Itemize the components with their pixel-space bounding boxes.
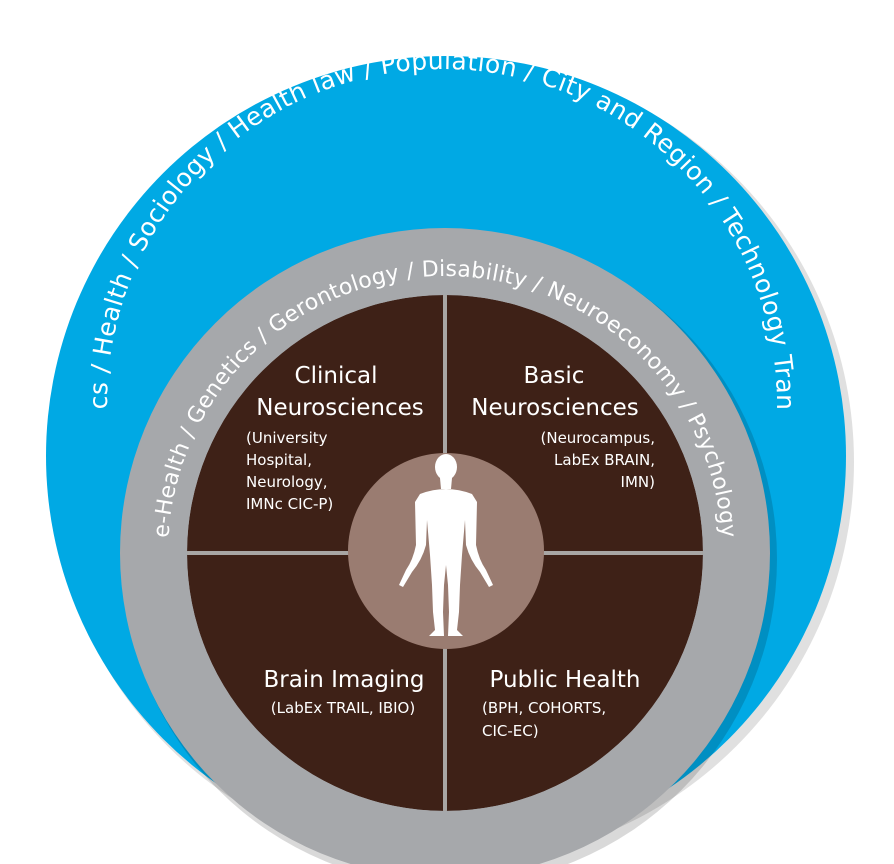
quadrant-brain-imaging: Brain Imaging (LabEx TRAIL, IBIO) bbox=[263, 667, 424, 717]
quadrant-title-line: Clinical bbox=[295, 363, 378, 389]
quadrant-basic-neurosciences: Basic Neurosciences (Neurocampus, LabEx … bbox=[471, 363, 655, 491]
quadrant-title-line: Neurosciences bbox=[471, 395, 638, 421]
quadrant-public-health: Public Health (BPH, COHORTS, CIC-EC) bbox=[482, 667, 640, 740]
quadrant-detail-line: (BPH, COHORTS, bbox=[482, 699, 606, 717]
quadrant-detail-line: IMN) bbox=[621, 473, 655, 491]
human-figure-icon bbox=[399, 454, 493, 636]
quadrant-detail-line: Neurology, bbox=[246, 473, 327, 491]
quadrant-clinical-neurosciences: Clinical Neurosciences (University Hospi… bbox=[246, 363, 424, 513]
quadrant-detail-line: Hospital, bbox=[246, 451, 312, 469]
quadrant-detail-line: CIC-EC) bbox=[482, 722, 539, 740]
quadrant-detail-line: (LabEx TRAIL, IBIO) bbox=[271, 699, 415, 717]
quadrant-detail-line: (Neurocampus, bbox=[541, 429, 656, 447]
quadrant-detail-line: LabEx BRAIN, bbox=[554, 451, 655, 469]
quadrant-title-line: Public Health bbox=[490, 667, 641, 693]
quadrant-title-line: Brain Imaging bbox=[263, 667, 424, 693]
quadrant-detail-line: IMNc CIC-P) bbox=[246, 495, 333, 513]
quadrant-detail-line: (University bbox=[246, 429, 328, 447]
quadrant-title-line: Basic bbox=[524, 363, 585, 389]
quadrant-title-line: Neurosciences bbox=[256, 395, 423, 421]
